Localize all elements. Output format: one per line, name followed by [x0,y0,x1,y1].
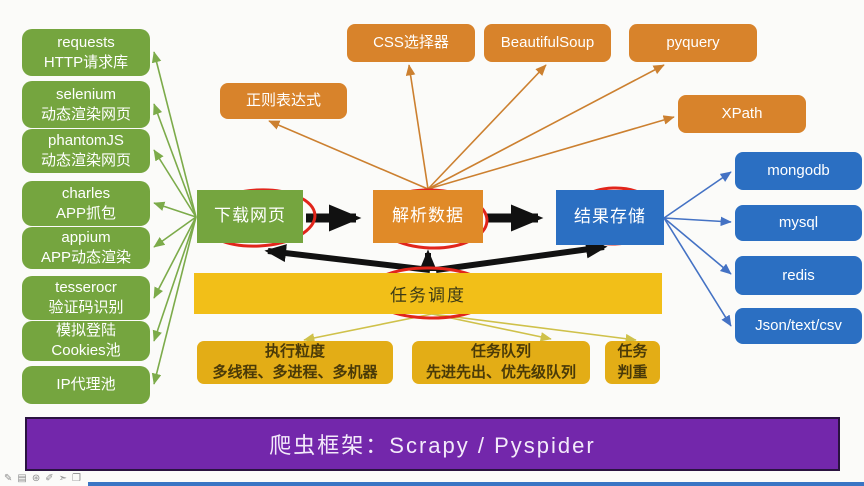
tool-subtitle: 动态渲染网页 [40,152,131,169]
storage-mysql: mysql [735,205,862,241]
tool-subtitle: Cookies池 [51,342,121,359]
storage-label: mongodb [767,162,830,180]
parser-label: BeautifulSoup [500,34,595,52]
tool-tesserocr: tesserocr 验证码识别 [22,276,150,320]
tool-title: charles [61,184,111,202]
notes-panel-icon[interactable]: ▤ [17,473,27,484]
storage-mongodb: mongodb [735,152,862,190]
framework-banner-label: 爬虫框架：Scrapy / Pyspider [269,433,596,458]
scheduler-detail-links [303,313,637,344]
tool-title: requests [57,33,115,51]
tool-title: IP代理池 [56,376,116,394]
tool-title: tesserocr [55,279,117,297]
detail-granularity: 执行粒度 多线程、多进程、多机器 [197,341,393,384]
detail-subtitle: 多线程、多进程、多机器 [212,363,378,381]
cursor-icon[interactable]: ➣ [58,473,68,484]
parser-css-selector: CSS选择器 [347,24,475,62]
stamp-icon[interactable]: ⊛ [31,473,41,484]
tool-subtitle: APP抓包 [55,204,116,222]
tool-charles: charles APP抓包 [22,181,150,226]
tool-subtitle: APP动态渲染 [40,249,131,266]
parser-label: CSS选择器 [373,34,449,52]
tool-appium: appium APP动态渲染 [22,227,150,269]
detail-title: 执行粒度 [264,343,325,361]
detail-dedupe: 任务 判重 [605,341,660,384]
scheduler-label: 任务调度 [390,286,466,305]
download-tool-links [151,51,197,385]
parser-beautifulsoup: BeautifulSoup [484,24,611,62]
parser-pyquery: pyquery [629,24,757,62]
parser-label: XPath [721,105,763,123]
storage-label: Json/text/csv [755,317,842,335]
tool-subtitle: HTTP请求库 [43,53,129,71]
tool-login-cookies: 模拟登陆 Cookies池 [22,321,150,361]
tool-title: phantomJS [48,132,124,150]
tool-selenium: selenium 动态渲染网页 [22,81,150,128]
pipeline-label: 结果存储 [574,207,646,227]
bottom-taskbar-strip [88,482,864,486]
detail-title: 任务 [617,343,648,361]
pipeline-download: 下载网页 [197,190,303,243]
parser-label: 正则表达式 [245,92,321,110]
tool-title: appium [61,229,111,247]
parser-label: pyquery [666,34,720,52]
storage-label: redis [782,266,815,284]
tool-subtitle: 动态渲染网页 [40,105,131,123]
pipeline-store: 结果存储 [556,190,664,245]
parser-xpath: XPath [678,95,806,133]
scheduler-bar: 任务调度 [194,273,662,314]
tool-title: selenium [55,85,117,103]
tool-requests: requests HTTP请求库 [22,29,150,76]
parser-regex: 正则表达式 [220,83,347,119]
pipeline-label: 解析数据 [392,206,464,226]
tool-subtitle: 验证码识别 [48,299,124,316]
detail-title: 任务队列 [470,343,531,361]
storage-redis: redis [735,256,862,295]
detail-task-queue: 任务队列 先进先出、优先级队列 [412,341,590,384]
store-target-links [663,171,732,327]
tool-ip-proxy-pool: IP代理池 [22,366,150,404]
storage-label: mysql [778,214,819,232]
tool-phantomjs: phantomJS 动态渲染网页 [22,129,150,173]
storage-json-text-csv: Json/text/csv [735,308,862,344]
framework-banner: 爬虫框架：Scrapy / Pyspider [25,417,840,471]
pipeline-parse: 解析数据 [373,190,483,243]
pipeline-label: 下载网页 [214,206,286,226]
annotation-toolbar: ✎ ▤ ⊛ ✐ ➣ ❐ [4,472,81,486]
detail-subtitle: 判重 [617,363,648,381]
detail-subtitle: 先进先出、优先级队列 [425,363,576,381]
pencil-icon[interactable]: ✎ [4,473,13,484]
tool-title: 模拟登陆 [55,322,116,340]
eraser-icon[interactable]: ✐ [45,473,54,484]
note-page-icon[interactable]: ❐ [72,473,81,484]
